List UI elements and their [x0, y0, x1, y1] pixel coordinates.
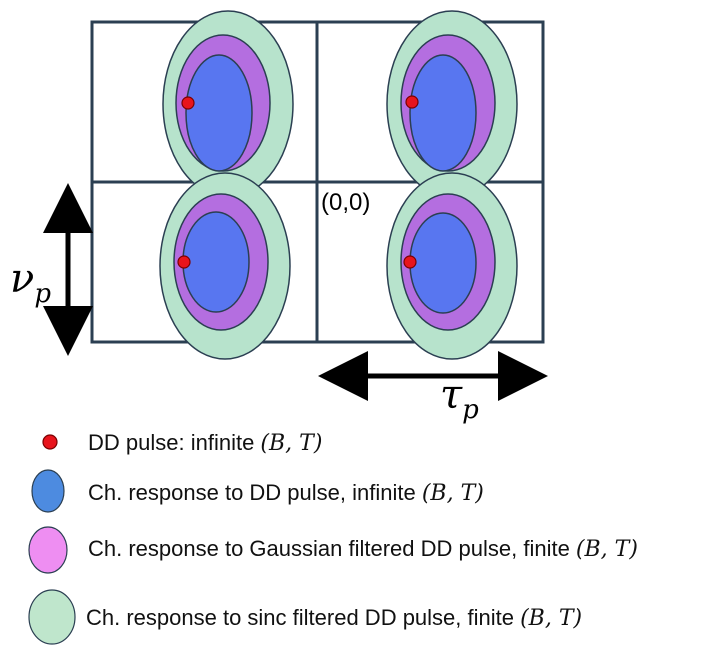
legend-text: Ch. response to sinc filtered DD pulse, …: [86, 605, 520, 630]
legend-label: DD pulse: infinite (B, T): [88, 430, 322, 456]
response-bottom-right: [386, 172, 518, 360]
red-dd-pulse-dot: [177, 255, 191, 269]
legend: DD pulse: infinite (B, T) Ch. response t…: [28, 430, 638, 645]
origin-label: (0,0): [321, 189, 370, 216]
legend-math: (B, T): [520, 606, 582, 631]
red-dd-pulse-dot: [181, 96, 195, 110]
legend-math: (B, T): [576, 537, 638, 562]
legend-math: (B, T): [422, 481, 484, 506]
horizontal-axis-label: τp: [440, 372, 479, 425]
horizontal-axis-subscript: p: [462, 395, 479, 425]
legend-green-ellipse-marker: [28, 589, 76, 645]
legend-math: (B, T): [260, 431, 322, 456]
response-bottom-left: [159, 172, 291, 360]
horizontal-axis-symbol: τ: [440, 372, 463, 418]
legend-item-gaussian-response: Ch. response to Gaussian filtered DD pul…: [28, 526, 638, 574]
blue-infinite-response: [182, 211, 250, 313]
legend-text: Ch. response to DD pulse, infinite: [88, 480, 422, 505]
legend-label: Ch. response to DD pulse, infinite (B, T…: [88, 480, 484, 506]
legend-label: Ch. response to sinc filtered DD pulse, …: [86, 605, 582, 631]
vertical-axis-symbol: ν: [10, 256, 34, 302]
red-dd-pulse-dot: [405, 95, 419, 109]
vertical-axis-subscript: p: [34, 279, 51, 309]
legend-blue-ellipse-marker: [31, 469, 65, 513]
vertical-axis-label: νp: [10, 256, 51, 309]
blue-infinite-response: [409, 54, 477, 172]
legend-text: Ch. response to Gaussian filtered DD pul…: [88, 536, 576, 561]
legend-red-dot-marker: [42, 434, 58, 450]
legend-item-infinite-response: Ch. response to DD pulse, infinite (B, T…: [31, 469, 484, 513]
legend-item-sinc-response: Ch. response to sinc filtered DD pulse, …: [28, 589, 582, 645]
legend-pink-ellipse-marker: [28, 526, 68, 574]
response-top-right: [386, 10, 518, 198]
blue-infinite-response: [409, 212, 477, 314]
response-top-left: [162, 10, 294, 198]
legend-item-dd-pulse: DD pulse: infinite (B, T): [42, 430, 322, 456]
red-dd-pulse-dot: [403, 255, 417, 269]
legend-text: DD pulse: infinite: [88, 430, 260, 455]
blue-infinite-response: [185, 54, 253, 172]
legend-label: Ch. response to Gaussian filtered DD pul…: [88, 536, 638, 562]
